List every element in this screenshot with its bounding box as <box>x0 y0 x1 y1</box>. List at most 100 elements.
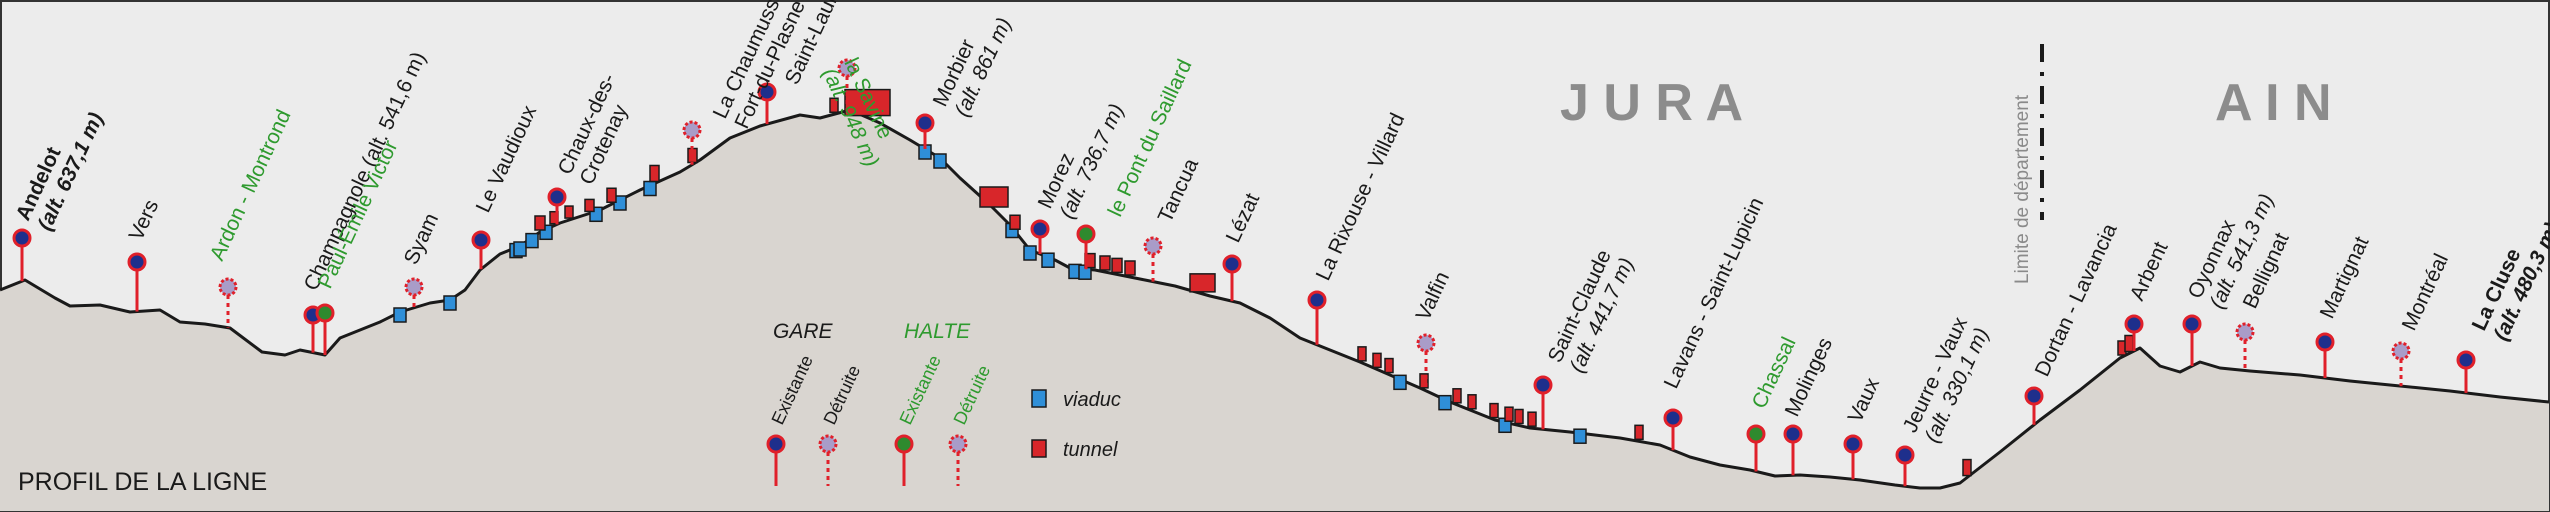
legend-tunnel-label: tunnel <box>1063 439 1118 461</box>
station-pin-head <box>682 120 702 140</box>
station-pin-head <box>1307 290 1327 310</box>
tunnel-marker <box>1489 402 1499 419</box>
tunnel-marker <box>1111 257 1123 274</box>
station-pin-head <box>404 277 424 297</box>
station-pin <box>404 277 424 308</box>
diagram-title: PROFIL DE LA LIGNE <box>18 468 267 496</box>
station-pins <box>12 58 2476 487</box>
station-pin <box>2235 322 2255 371</box>
station-pin <box>837 58 857 111</box>
station-pin-head <box>1533 375 1553 395</box>
terrain-ground <box>0 110 2549 511</box>
station-pin-head <box>1783 424 1803 444</box>
station-pin-head <box>471 230 491 250</box>
viaduct-marker <box>643 180 657 197</box>
tunnel-marker <box>829 97 839 114</box>
legend-pin-head <box>766 434 786 454</box>
station-pin <box>757 82 777 125</box>
station-pin-head <box>837 58 857 78</box>
legend-pin <box>818 434 838 486</box>
station-pin-head <box>915 113 935 133</box>
boundary-label-text: Limite de département <box>2012 94 2033 284</box>
station-pin <box>471 230 491 270</box>
viaduct-marker <box>1573 428 1587 444</box>
viaduct-marker <box>933 153 947 169</box>
station-pin <box>1746 424 1766 472</box>
region-label-jura: J U R A <box>1560 74 1743 132</box>
station-pin-head <box>547 187 567 207</box>
legend-gare-label: GARE <box>773 320 834 343</box>
viaduct-marker <box>1023 245 1037 261</box>
station-pin <box>1030 219 1050 254</box>
station-pin <box>2124 314 2144 351</box>
station-pin-head <box>1222 254 1242 274</box>
tunnel-marker <box>1467 394 1477 410</box>
station-pin-head <box>2391 341 2411 361</box>
station-pin-head <box>1746 424 1766 444</box>
legend-pin <box>766 434 786 486</box>
station-pin-head <box>1076 224 1096 244</box>
station-pin <box>218 277 238 328</box>
station-pin-head <box>1030 219 1050 239</box>
station-pin-head <box>127 252 147 272</box>
legend-tunnel-swatch <box>1031 439 1047 458</box>
tunnel-marker <box>1634 424 1644 441</box>
station-pin-head <box>1843 434 1863 454</box>
station-pin <box>2391 341 2411 387</box>
station-pin-head <box>1895 445 1915 465</box>
station-pin <box>1307 290 1327 345</box>
station-pin-head <box>1663 408 1683 428</box>
station-pin <box>2315 332 2335 378</box>
station-pin <box>1895 445 1915 487</box>
station-pin-head <box>2456 350 2476 370</box>
viaduct-marker <box>1041 252 1055 268</box>
legend-pin-head <box>818 434 838 454</box>
legend-viaduc-label: viaduc <box>1063 389 1121 411</box>
legend-pin-head <box>894 434 914 454</box>
tunnel-marker <box>1372 352 1382 369</box>
legend-viaduc-swatch <box>1031 389 1047 408</box>
tunnel-marker <box>979 186 1009 208</box>
tunnel-marker <box>1099 255 1111 271</box>
station-pin <box>1076 224 1096 270</box>
tunnel-marker <box>1452 388 1462 404</box>
station-pin <box>682 120 702 165</box>
track-profile-line <box>0 108 2550 490</box>
viaduct-marker <box>525 232 539 249</box>
boundary-label: Limite de département <box>2012 94 2033 284</box>
station-pin <box>915 113 935 149</box>
station-pin-head <box>2235 322 2255 342</box>
tunnel-marker <box>649 164 660 183</box>
tunnel-marker <box>2124 334 2134 353</box>
viaduct-marker <box>1393 374 1407 391</box>
station-pin <box>127 252 147 312</box>
viaduct-marker <box>513 241 527 257</box>
station-pin-head <box>1143 236 1163 256</box>
station-pin-head <box>1416 333 1436 353</box>
station-pin <box>1783 424 1803 476</box>
station-pin-head <box>315 303 335 323</box>
station-pin <box>1663 408 1683 451</box>
tunnel-marker <box>1504 406 1514 422</box>
tunnel-marker <box>584 198 595 213</box>
station-pin-head <box>2124 314 2144 334</box>
station-pin <box>1843 434 1863 480</box>
tunnel-marker <box>844 88 891 117</box>
tunnel-marker <box>1384 357 1394 374</box>
station-pin <box>2024 386 2044 425</box>
station-pin-head <box>2182 314 2202 334</box>
station-pin <box>1143 236 1163 282</box>
tunnel-marker <box>1962 458 1972 477</box>
tunnel-marker <box>1514 408 1524 425</box>
station-pin-head <box>2315 332 2335 352</box>
station-pin <box>547 187 567 225</box>
tunnel-marker <box>1124 260 1136 276</box>
region-label-ain: A I N <box>2215 74 2332 132</box>
tunnel-marker <box>534 215 546 231</box>
station-pin <box>1533 375 1553 430</box>
viaduct-marker <box>393 307 407 323</box>
tunnel-marker <box>1419 373 1429 389</box>
legend-halte-label: HALTE <box>904 320 971 343</box>
